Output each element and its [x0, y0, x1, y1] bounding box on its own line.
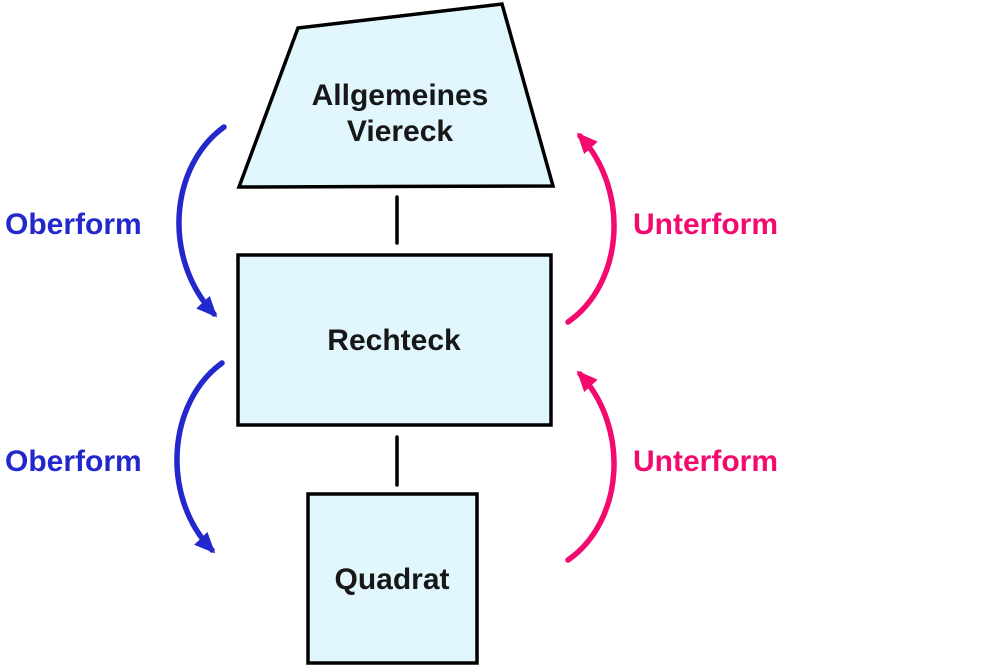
- node-quadrat-shape: [306, 492, 479, 665]
- oberform-label-bottom: Oberform: [5, 445, 142, 478]
- node-rechteck-shape: [236, 253, 553, 427]
- unterform-label-top: Unterform: [633, 208, 778, 241]
- node-allgemeines-viereck-label-line1: Allgemeines: [312, 79, 489, 112]
- unterform-arrow-viereck-rechteck: [565, 132, 617, 325]
- unterform-arrow-rechteck-quadrat: [565, 370, 617, 563]
- unterform-label-bottom: Unterform: [633, 445, 778, 478]
- oberform-arrow-rechteck-quadrat: [174, 360, 225, 554]
- node-rechteck-label: Rechteck: [327, 324, 461, 357]
- oberform-label-top: Oberform: [5, 208, 142, 241]
- node-allgemeines-viereck-shape: [236, 2, 556, 189]
- oberform-arrow-viereck-rechteck: [176, 124, 227, 318]
- node-allgemeines-viereck-label-line2: Viereck: [347, 115, 454, 148]
- node-quadrat-label: Quadrat: [334, 563, 449, 596]
